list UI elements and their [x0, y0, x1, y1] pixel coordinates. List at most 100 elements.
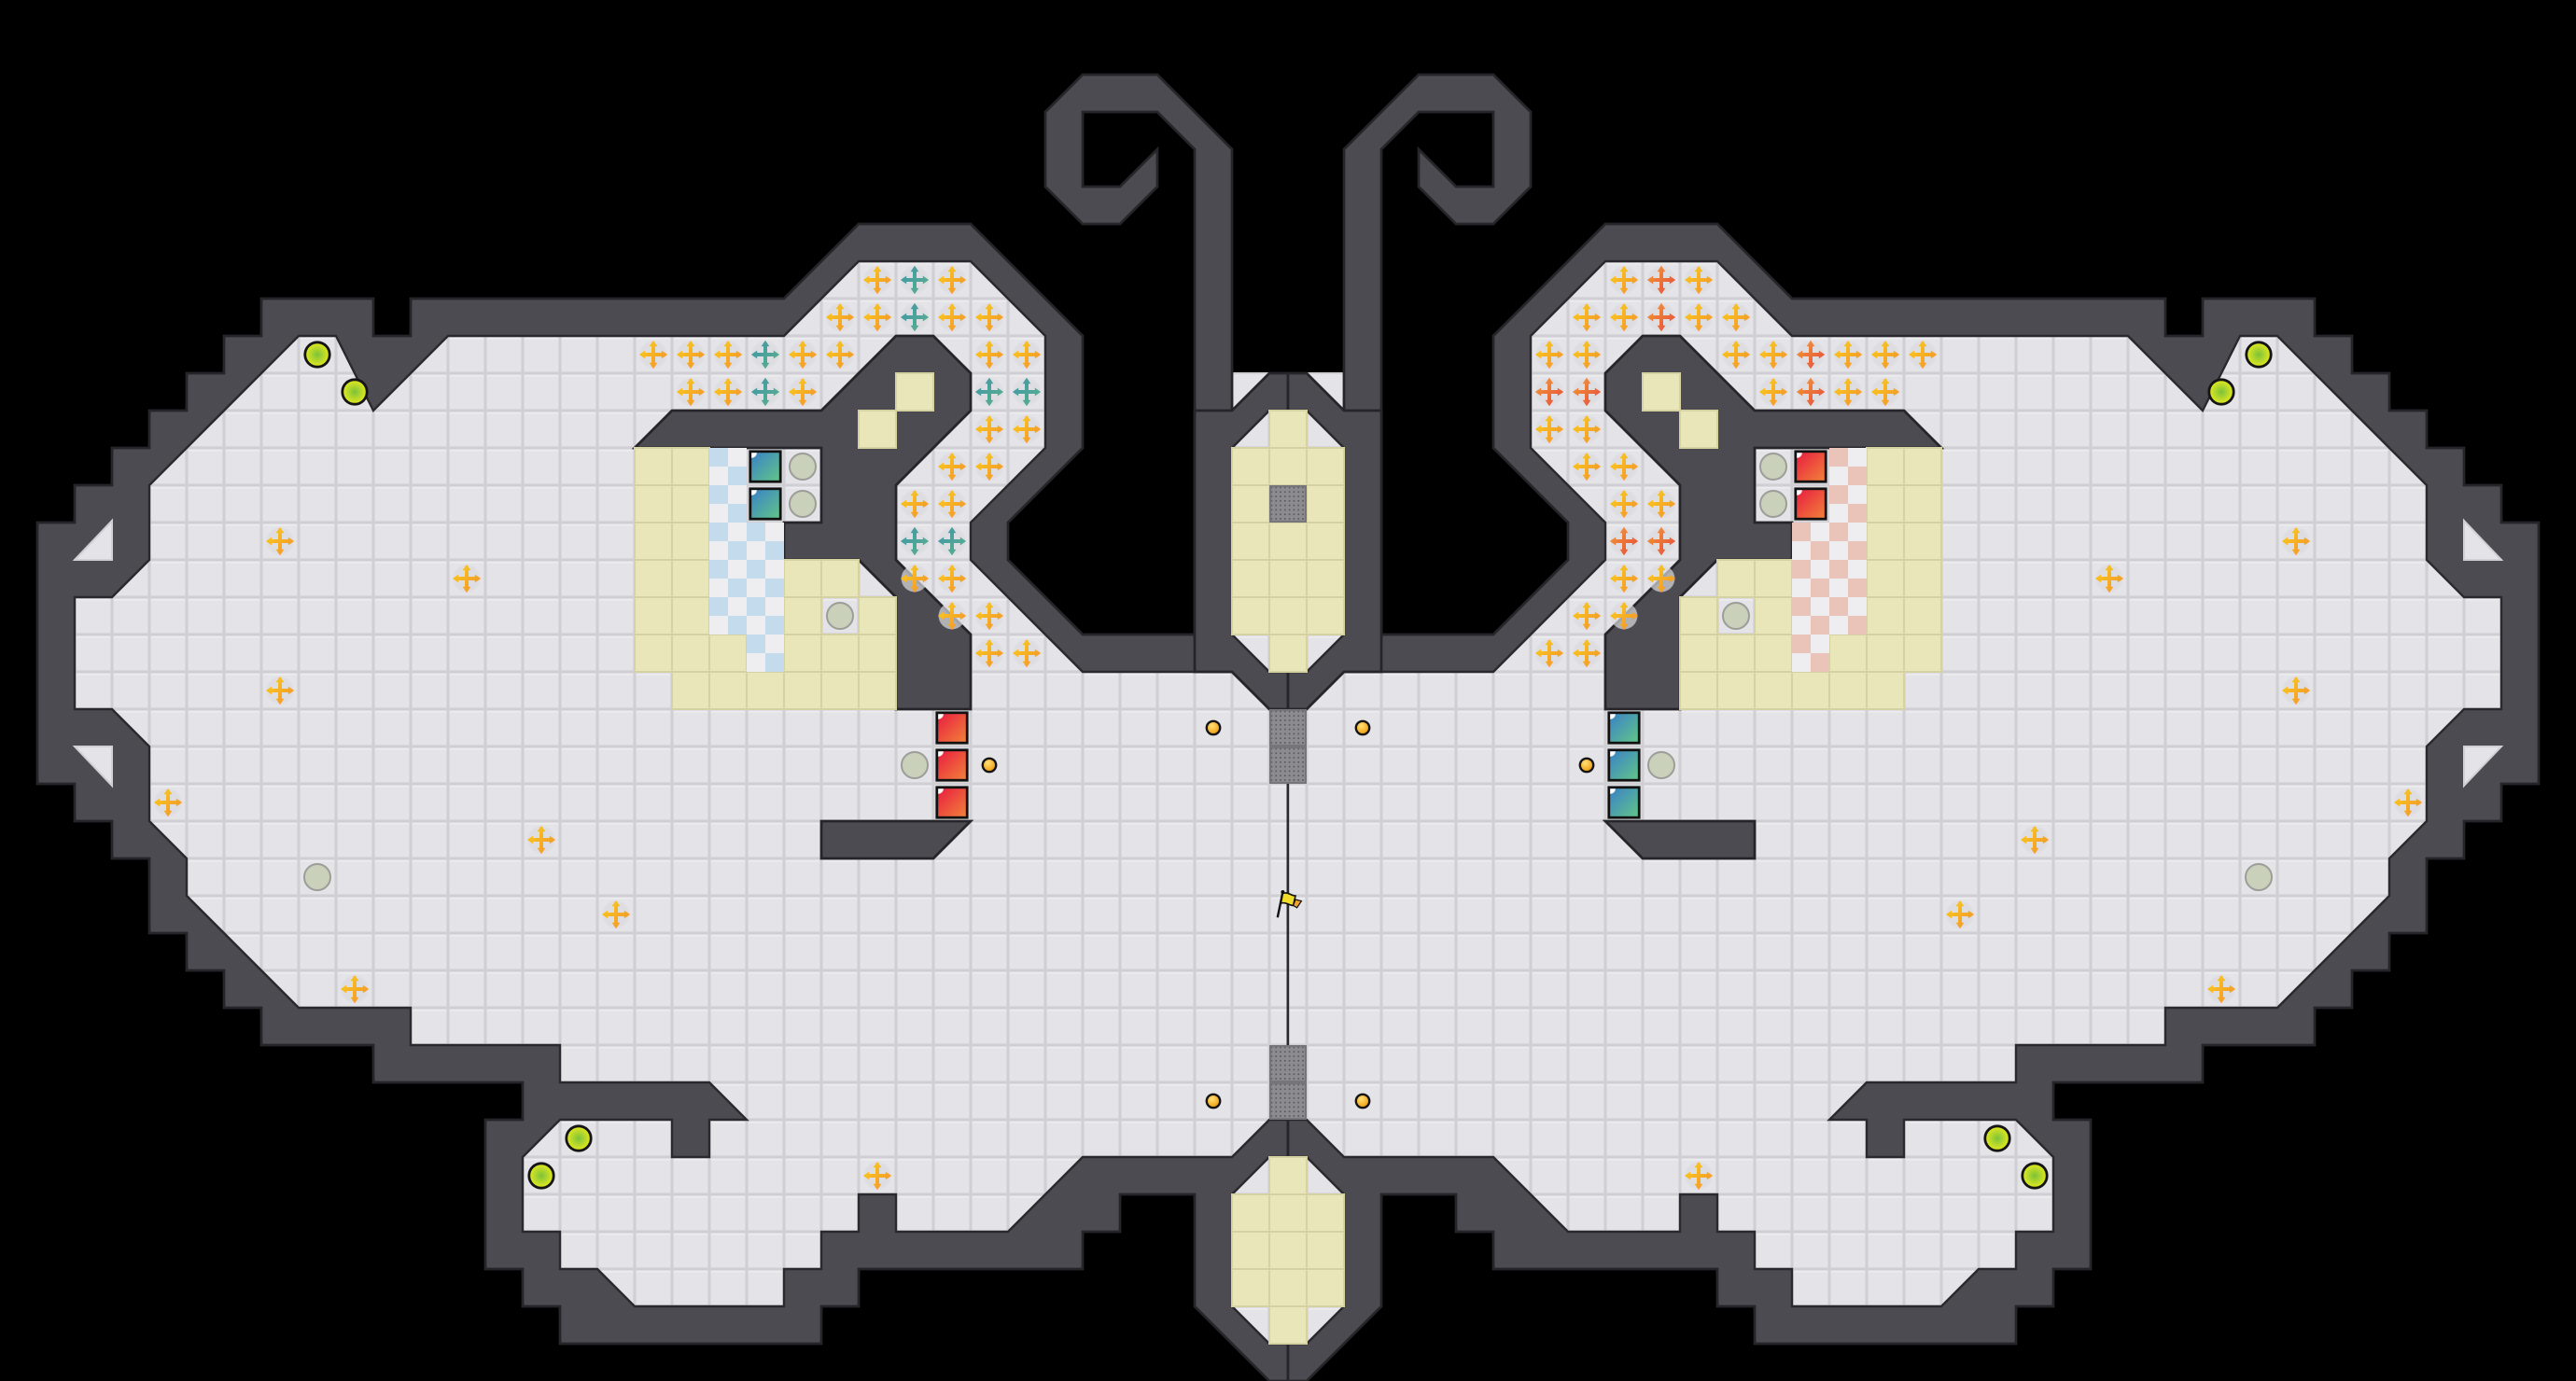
checker-tile	[709, 485, 747, 523]
lime-button-icon[interactable]	[2021, 1162, 2049, 1190]
sand-cell	[1231, 447, 1270, 486]
checker-tile	[747, 560, 784, 597]
sand-cell	[671, 447, 710, 486]
teal-block-icon[interactable]	[1607, 748, 1641, 782]
lime-button-icon[interactable]	[565, 1124, 593, 1152]
sand-cell	[708, 634, 748, 673]
teal-block-icon[interactable]	[1607, 711, 1641, 745]
checker-tile	[1792, 560, 1829, 597]
checker-tile	[1829, 597, 1867, 635]
sand-cell	[634, 596, 673, 635]
grate-tile-icon	[1269, 1082, 1307, 1120]
sand-cell	[746, 671, 785, 710]
sand-cell	[634, 484, 673, 523]
sand-cell	[895, 372, 934, 412]
grate-tile-icon	[1269, 485, 1307, 523]
chip-dot-icon[interactable]	[1205, 1093, 1222, 1109]
socket-circle-icon	[826, 602, 854, 630]
sand-cell	[1231, 1193, 1270, 1233]
sand-cell	[671, 671, 710, 710]
socket-circle-icon	[901, 751, 929, 779]
sand-cell	[820, 634, 860, 673]
map-half-geometry	[35, 73, 1308, 1381]
socket-circle-icon	[1759, 453, 1787, 481]
floor-notch	[72, 746, 113, 788]
checker-tile	[709, 523, 747, 560]
sand-cell	[634, 559, 673, 598]
checker-tile	[747, 597, 784, 635]
red-block-icon[interactable]	[1794, 487, 1827, 521]
grate-tile-icon	[1269, 746, 1307, 784]
sand-cell	[1231, 1231, 1270, 1270]
chip-dot-icon[interactable]	[1205, 719, 1222, 736]
socket-circle-icon	[1722, 602, 1750, 630]
checker-tile	[1829, 523, 1867, 560]
chip-dot-icon[interactable]	[1354, 1093, 1371, 1109]
lime-button-icon[interactable]	[341, 378, 369, 406]
sand-cell	[671, 484, 710, 523]
sand-cell	[1231, 1268, 1270, 1307]
sand-cell	[634, 634, 673, 673]
red-block-icon[interactable]	[935, 786, 969, 819]
lime-button-icon[interactable]	[2245, 341, 2273, 369]
sand-cell	[671, 634, 710, 673]
checker-tile	[1792, 523, 1829, 560]
sand-cell	[858, 596, 897, 635]
map-half-geometry-mirrored	[1269, 75, 2539, 1381]
chip-dot-icon[interactable]	[981, 757, 998, 774]
sand-cell	[671, 559, 710, 598]
sand-cell	[634, 522, 673, 561]
checker-tile	[709, 597, 747, 635]
checker-tile	[1829, 485, 1867, 523]
lime-button-icon[interactable]	[527, 1162, 555, 1190]
sand-cell	[1231, 559, 1270, 598]
sand-cell	[671, 596, 710, 635]
sand-cell	[634, 447, 673, 486]
lime-button-icon[interactable]	[303, 341, 331, 369]
checker-floor-layer	[709, 448, 1867, 672]
lower-inner-wall	[819, 819, 974, 860]
checker-tile	[1829, 560, 1867, 597]
sand-cell	[858, 410, 897, 449]
red-block-icon[interactable]	[935, 748, 969, 782]
checker-tile	[709, 448, 747, 485]
checker-tile	[747, 635, 784, 672]
sand-cell	[708, 671, 748, 710]
sand-cell	[858, 671, 897, 710]
sand-cell	[1231, 596, 1270, 635]
checker-tile	[1829, 448, 1867, 485]
floor-notch	[72, 518, 113, 561]
socket-circle-icon	[1647, 751, 1675, 779]
sand-cell	[820, 559, 860, 598]
checker-tile	[709, 560, 747, 597]
socket-circle-icon	[2245, 863, 2273, 891]
spiral-tall-wall	[1043, 73, 1234, 636]
socket-circle-icon	[789, 490, 817, 518]
sand-cell	[783, 634, 822, 673]
socket-circle-icon	[789, 453, 817, 481]
grate-tile-icon	[1269, 709, 1307, 746]
checker-tile	[1792, 597, 1829, 635]
sand-cell	[783, 559, 822, 598]
lime-button-icon[interactable]	[2207, 378, 2235, 406]
checker-tile	[747, 523, 784, 560]
sand-cell	[783, 671, 822, 710]
red-block-icon[interactable]	[935, 711, 969, 745]
lime-button-icon[interactable]	[1983, 1124, 2011, 1152]
red-block-icon[interactable]	[1794, 450, 1827, 483]
checker-tile	[1792, 635, 1829, 672]
chip-dot-icon[interactable]	[1354, 719, 1371, 736]
sand-cell	[1231, 484, 1270, 523]
teal-block-icon[interactable]	[749, 450, 782, 483]
socket-circle-icon	[1759, 490, 1787, 518]
sand-cell	[820, 671, 860, 710]
chip-dot-icon[interactable]	[1578, 757, 1595, 774]
teal-block-icon[interactable]	[1607, 786, 1641, 819]
teal-block-icon[interactable]	[749, 487, 782, 521]
grate-tile-icon	[1269, 1045, 1307, 1082]
sand-cell	[858, 634, 897, 673]
sand-cell	[671, 522, 710, 561]
socket-circle-icon	[303, 863, 331, 891]
sand-cell	[1231, 522, 1270, 561]
